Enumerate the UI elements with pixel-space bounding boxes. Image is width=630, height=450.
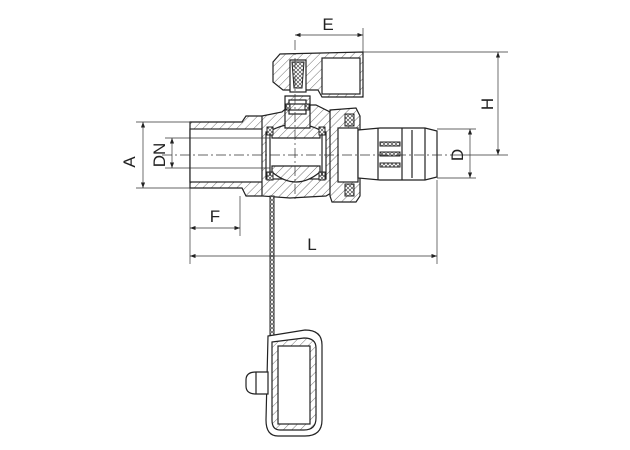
- dimension-label-h: H: [478, 98, 497, 110]
- dimension-label-dn: DN: [150, 143, 169, 168]
- chain-and-cap: [245, 195, 323, 437]
- valve-handle: [272, 40, 364, 200]
- dimension-label-e: E: [322, 15, 333, 34]
- dimension-label-l: L: [307, 235, 316, 254]
- dimension-label-d: D: [448, 149, 467, 161]
- dimension-label-f: F: [210, 207, 220, 226]
- valve-body: [189, 95, 438, 203]
- dimension-label-a: A: [120, 156, 139, 168]
- dimension-lines: [136, 28, 508, 264]
